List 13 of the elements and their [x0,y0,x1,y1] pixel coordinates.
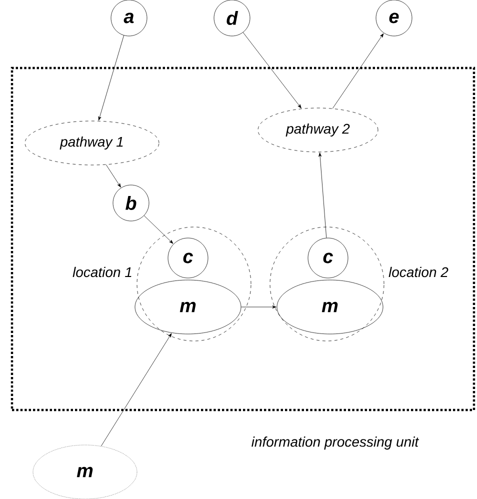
arrow [106,164,121,188]
arrow [100,333,172,446]
arrow [242,32,302,108]
ellipse-node: m [134,280,242,334]
circle-node: c [308,238,348,278]
arrow [144,215,174,244]
circle-node: b [112,184,150,222]
arrow [241,306,276,308]
arrow [318,152,327,238]
ellipse-node: m [276,280,384,334]
arrow [98,35,124,121]
arrow [332,33,384,109]
circle-node: c [168,238,208,278]
